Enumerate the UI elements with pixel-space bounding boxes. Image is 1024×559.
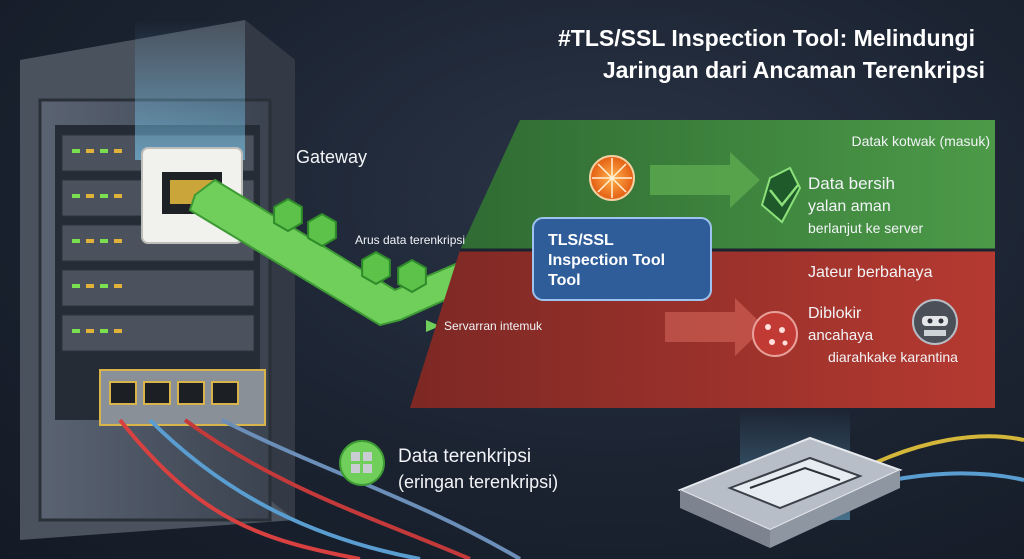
threat-panel-header: Jateur berbahaya — [808, 264, 933, 281]
encrypted-packet-icon — [339, 440, 385, 486]
safe-panel-line-1: Data bersih — [808, 174, 895, 193]
rack-led — [114, 284, 122, 288]
rack-led — [72, 329, 80, 333]
rack-led — [100, 239, 108, 243]
title-line-2: Jaringan dari Ancaman Terenkripsi — [603, 57, 985, 83]
threat-panel-line-1: Diblokir — [808, 305, 862, 322]
tool-label-line-1: TLS/SSL — [548, 232, 614, 249]
rack-led — [72, 194, 80, 198]
tool-label-line-2: Inspection Tool — [548, 252, 665, 269]
threat-arrow — [665, 298, 765, 356]
rack-led — [114, 194, 122, 198]
rack-led — [86, 284, 94, 288]
server-return-label: Servarran intemuk — [444, 319, 543, 333]
rack-led — [86, 149, 94, 153]
rack-led — [114, 149, 122, 153]
rack-led — [100, 284, 108, 288]
safe-panel-line-3: berlanjut ke server — [808, 220, 924, 236]
open-box-icon — [760, 166, 802, 224]
rack-led — [86, 194, 94, 198]
encrypted-flow-label: Arus data terenkripsi — [355, 233, 465, 247]
encrypted-packet-icon — [361, 250, 391, 286]
encrypted-packet-icon — [307, 212, 337, 248]
tool-label-line-3: Tool — [548, 272, 581, 289]
encrypted-data-label-line-2: (eringan terenkripsi) — [398, 472, 558, 492]
safe-arrow — [650, 152, 760, 208]
inspection-tool-box — [532, 217, 712, 301]
rack-led — [114, 239, 122, 243]
rack-led — [86, 239, 94, 243]
virus-icon — [752, 311, 798, 357]
threat-panel-line-2: ancahaya — [808, 327, 874, 344]
gateway-glow — [135, 20, 245, 160]
rack-led — [86, 329, 94, 333]
encrypted-packets — [273, 197, 427, 294]
encrypted-data-label-line-1: Data terenkripsi — [398, 446, 531, 467]
gateway-label: Gateway — [296, 147, 367, 167]
small-arrows — [250, 203, 440, 332]
safe-panel-header: Datak kotwak (masuk) — [852, 133, 990, 149]
rack-led — [114, 329, 122, 333]
threat-panel-line-3: diarahkake karantina — [828, 349, 958, 365]
safe-panel-line-2: yalan aman — [808, 198, 891, 215]
sun-threat-icon — [589, 155, 635, 201]
title-line-1: #TLS/SSL Inspection Tool: Melindungi — [558, 25, 975, 51]
chip-icon — [677, 410, 903, 548]
rack-led — [72, 149, 80, 153]
rack-led — [72, 239, 80, 243]
rack-led — [100, 194, 108, 198]
network-cables — [118, 418, 1024, 559]
rack-led — [72, 284, 80, 288]
skull-virus-icon — [912, 299, 958, 345]
rack-led — [100, 329, 108, 333]
encrypted-packet-icon — [273, 197, 303, 233]
rack-led — [100, 149, 108, 153]
encrypted-packet-icon — [397, 258, 427, 294]
